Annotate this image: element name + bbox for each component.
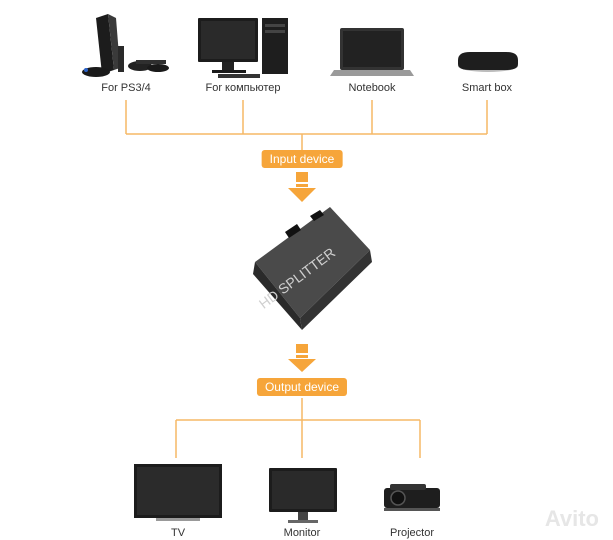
notebook-icon: [330, 28, 414, 76]
output-connector-lines: [175, 398, 421, 458]
desktop-computer-icon: [198, 18, 288, 78]
output-label-tv: TV: [170, 527, 186, 539]
arrow-down-icon: [288, 172, 316, 202]
watermark-logo: Avito: [544, 506, 599, 531]
output-label-monitor: Monitor: [283, 527, 321, 539]
input-device-pill: Input device: [261, 150, 343, 168]
game-console-icon: [82, 14, 169, 77]
monitor-icon: [269, 468, 337, 523]
output-device-pill: Output device: [256, 378, 348, 396]
smart-box-icon: [458, 52, 518, 72]
input-label-computer: For компьютер: [205, 82, 281, 94]
input-connector-lines: [125, 100, 488, 150]
hdmi-splitter-icon: HD SPLITTER: [253, 207, 372, 330]
tv-icon: [134, 464, 222, 521]
arrow-down-icon: [288, 344, 316, 372]
output-label-projector: Projector: [389, 527, 435, 539]
input-label-ps: For PS3/4: [101, 82, 151, 94]
projector-icon: [384, 484, 440, 511]
input-label-smartbox: Smart box: [461, 82, 513, 94]
input-label-notebook: Notebook: [348, 82, 396, 94]
